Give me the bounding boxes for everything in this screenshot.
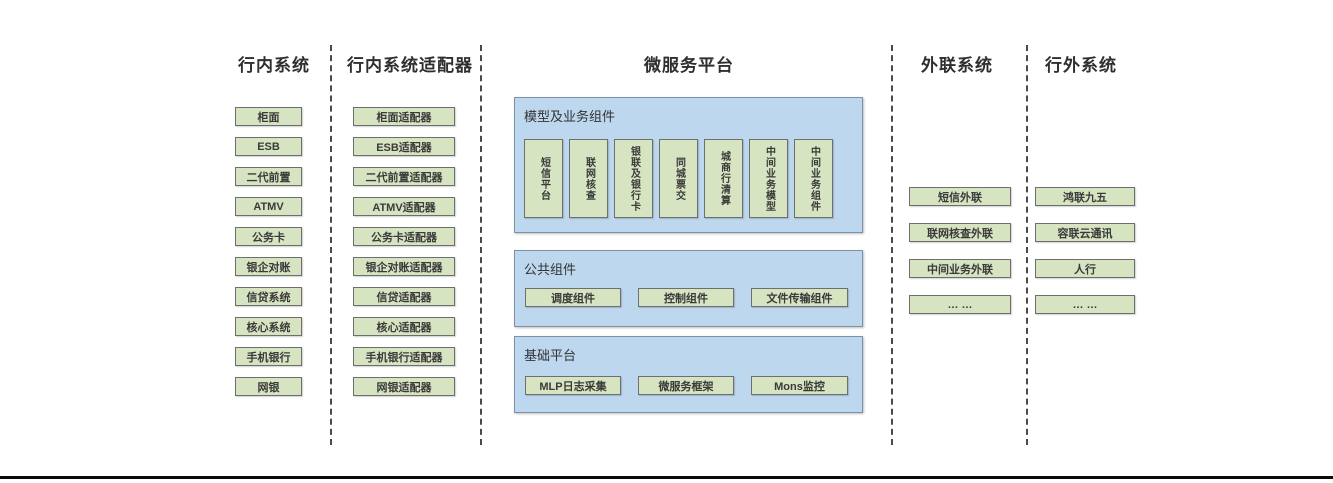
common-components-row: 调度组件 控制组件 文件传输组件	[525, 288, 848, 307]
external-systems-column: 鸿联九五 容联云通讯 人行 … …	[1035, 187, 1135, 314]
model-component-box: 城商行清算	[704, 139, 743, 218]
model-component-label: 同城票交	[673, 156, 685, 201]
common-component-box: 文件传输组件	[751, 288, 848, 307]
external-system-box: 鸿联九五	[1035, 187, 1135, 206]
adapter-box: 手机银行适配器	[353, 347, 455, 366]
adapter-box: ATMV适配器	[353, 197, 455, 216]
outreach-system-box: 中间业务外联	[909, 259, 1011, 278]
section-label-model-components: 模型及业务组件	[524, 109, 616, 124]
adapter-box: 公务卡适配器	[353, 227, 455, 246]
internal-system-box: 网银	[235, 377, 302, 396]
common-component-box: 控制组件	[638, 288, 734, 307]
adapter-box: 网银适配器	[353, 377, 455, 396]
base-platform-box: 微服务框架	[638, 376, 734, 395]
internal-system-box: ATMV	[235, 197, 302, 216]
outreach-system-box: 短信外联	[909, 187, 1011, 206]
column-title-external-systems: 行外系统	[1045, 56, 1117, 75]
external-system-box: 容联云通讯	[1035, 223, 1135, 242]
column-title-outreach-systems: 外联系统	[921, 56, 993, 75]
common-component-box: 调度组件	[525, 288, 621, 307]
base-platform-panel: 基础平台 MLP日志采集 微服务框架 Mons监控	[514, 336, 863, 413]
section-label-common-components: 公共组件	[524, 262, 577, 277]
outreach-system-box: … …	[909, 295, 1011, 314]
internal-system-box: 信贷系统	[235, 287, 302, 306]
model-component-box: 中间业务组件	[794, 139, 833, 218]
dashed-separator-1	[330, 45, 332, 445]
adapter-box: 信贷适配器	[353, 287, 455, 306]
base-platform-box: Mons监控	[751, 376, 848, 395]
column-title-internal-adapters: 行内系统适配器	[347, 56, 473, 75]
outreach-systems-column: 短信外联 联网核查外联 中间业务外联 … …	[909, 187, 1011, 314]
internal-system-box: 银企对账	[235, 257, 302, 276]
model-component-label: 联网核查	[583, 156, 595, 201]
adapter-box: 柜面适配器	[353, 107, 455, 126]
internal-system-box: ESB	[235, 137, 302, 156]
model-component-label: 中间业务组件	[808, 145, 820, 212]
adapter-box: 二代前置适配器	[353, 167, 455, 186]
common-components-panel: 公共组件 调度组件 控制组件 文件传输组件	[514, 250, 863, 327]
adapters-column: 柜面适配器 ESB适配器 二代前置适配器 ATMV适配器 公务卡适配器 银企对账…	[353, 107, 455, 396]
model-component-label: 短信平台	[538, 156, 550, 201]
column-title-microservice-platform: 微服务平台	[644, 56, 734, 75]
model-component-box: 短信平台	[524, 139, 563, 218]
section-label-base-platform: 基础平台	[524, 348, 577, 363]
internal-system-box: 柜面	[235, 107, 302, 126]
external-system-box: … …	[1035, 295, 1135, 314]
outreach-system-box: 联网核查外联	[909, 223, 1011, 242]
adapter-box: 核心适配器	[353, 317, 455, 336]
model-component-label: 银联及银行卡	[628, 145, 640, 212]
internal-systems-column: 柜面 ESB 二代前置 ATMV 公务卡 银企对账 信贷系统 核心系统 手机银行…	[235, 107, 302, 396]
model-component-label: 城商行清算	[718, 151, 730, 206]
model-business-components-panel: 模型及业务组件 短信平台 联网核查 银联及银行卡 同城票交 城商行清算 中间业务…	[514, 97, 863, 233]
model-component-label: 中间业务模型	[763, 145, 775, 212]
dashed-separator-3	[891, 45, 893, 445]
external-system-box: 人行	[1035, 259, 1135, 278]
model-component-box: 同城票交	[659, 139, 698, 218]
adapter-box: 银企对账适配器	[353, 257, 455, 276]
model-component-box: 中间业务模型	[749, 139, 788, 218]
model-component-box: 银联及银行卡	[614, 139, 653, 218]
dashed-separator-2	[480, 45, 482, 445]
internal-system-box: 核心系统	[235, 317, 302, 336]
base-platform-row: MLP日志采集 微服务框架 Mons监控	[525, 376, 848, 395]
base-platform-box: MLP日志采集	[525, 376, 621, 395]
model-component-box: 联网核查	[569, 139, 608, 218]
adapter-box: ESB适配器	[353, 137, 455, 156]
dashed-separator-4	[1026, 45, 1028, 445]
internal-system-box: 二代前置	[235, 167, 302, 186]
internal-system-box: 公务卡	[235, 227, 302, 246]
model-components-row: 短信平台 联网核查 银联及银行卡 同城票交 城商行清算 中间业务模型 中间业务组…	[524, 139, 833, 218]
column-title-internal-systems: 行内系统	[238, 56, 310, 75]
internal-system-box: 手机银行	[235, 347, 302, 366]
bottom-divider-line	[0, 476, 1333, 479]
